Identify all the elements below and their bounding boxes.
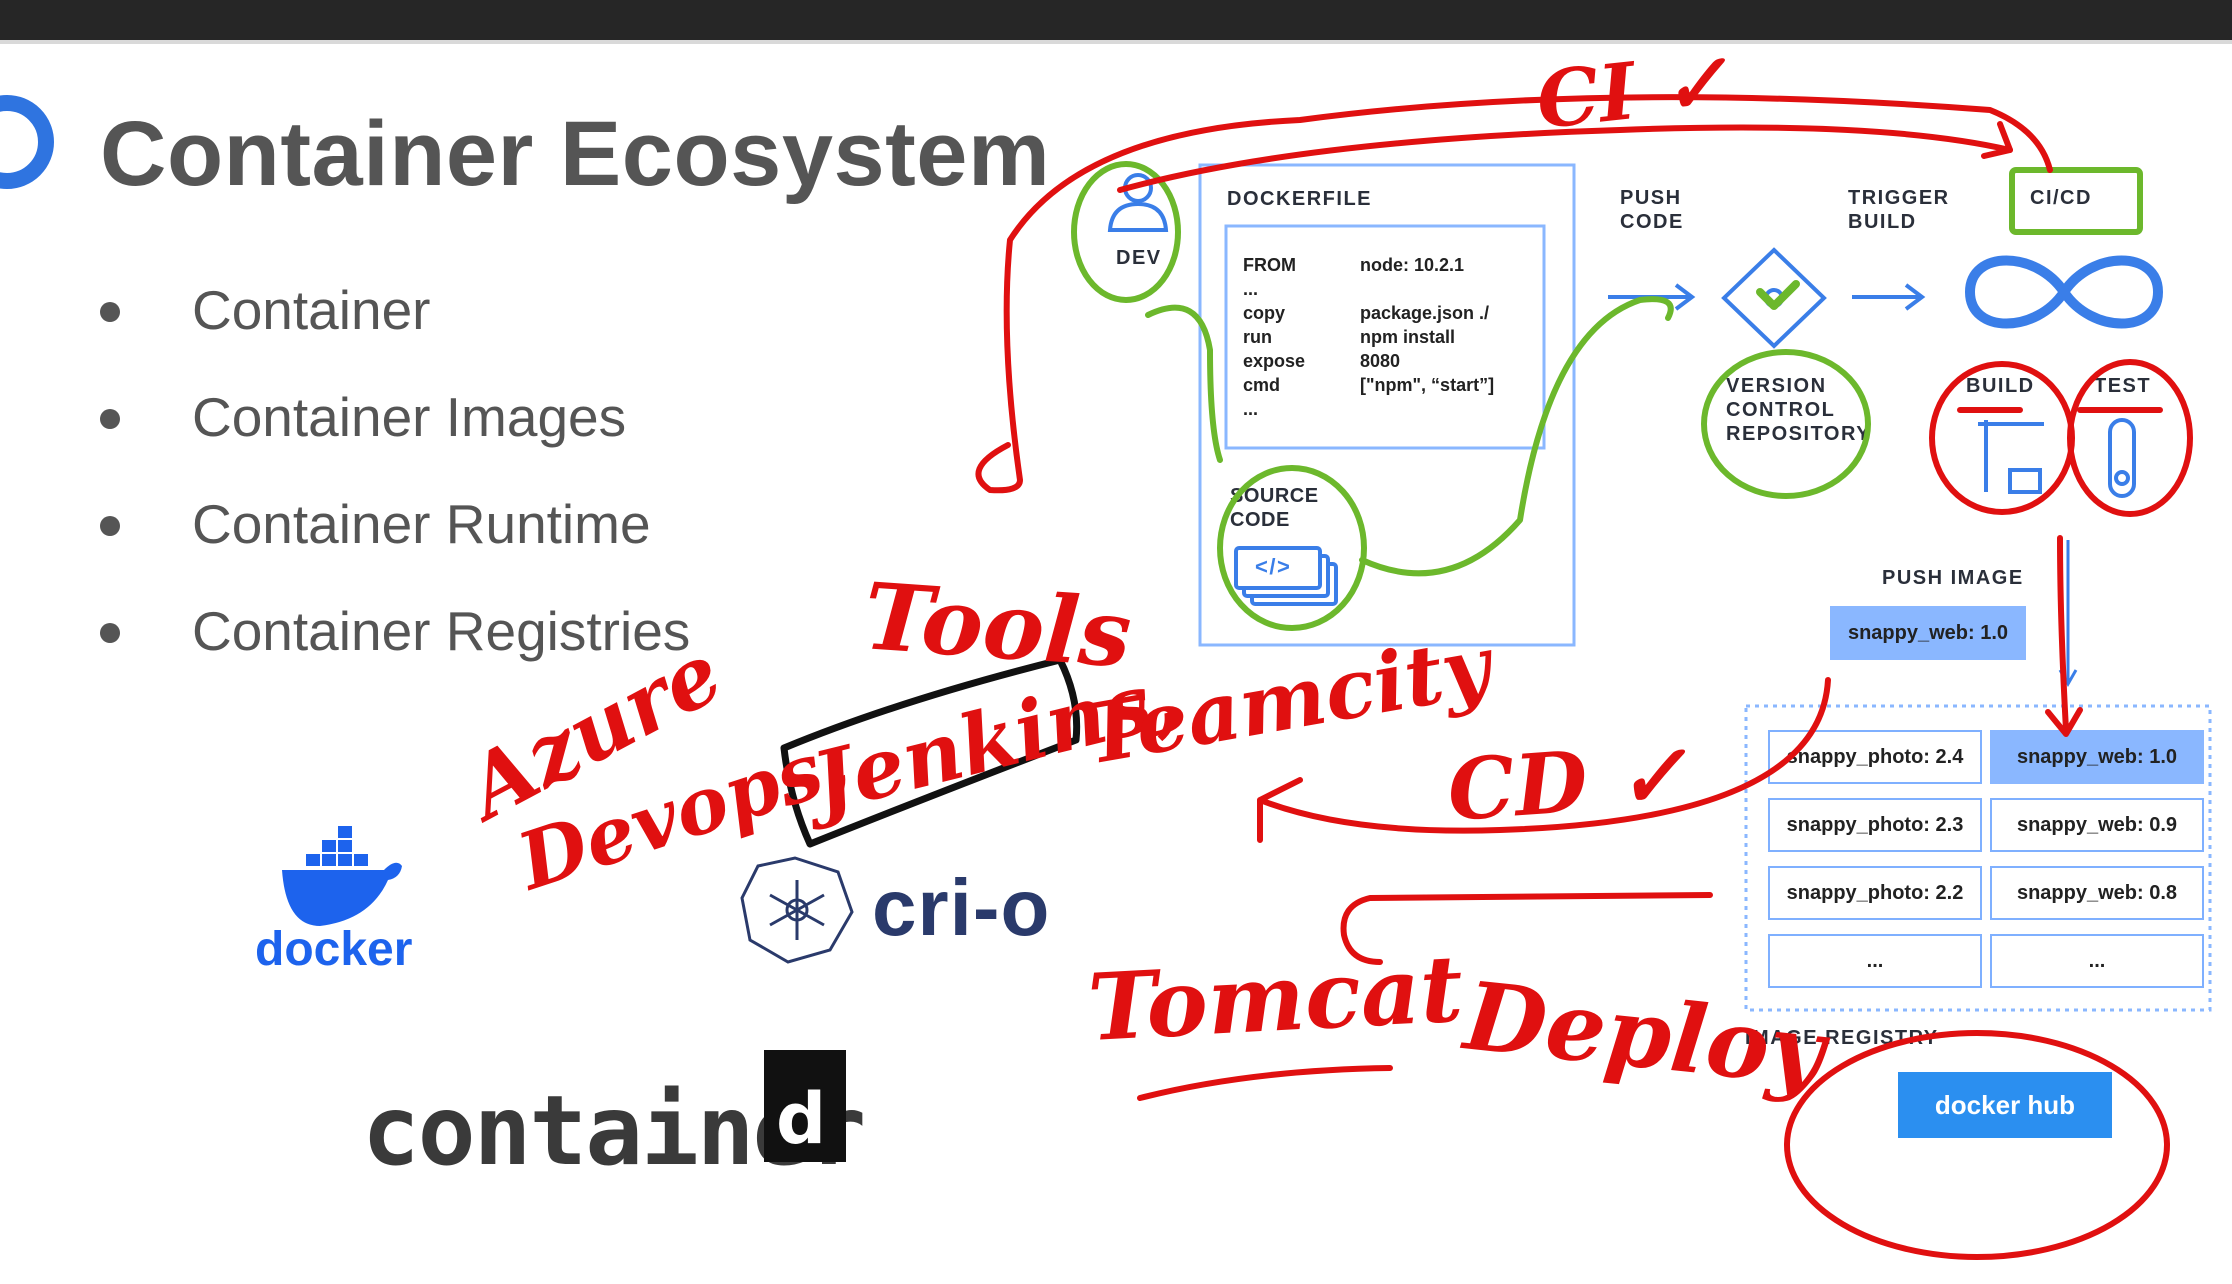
bullet-item: Container Runtime	[96, 494, 690, 601]
red-ci-loop	[975, 94, 2053, 494]
dockerfile-values: node: 10.2.1 package.json ./ npm install…	[1360, 255, 1495, 395]
registry-tag: ...	[1990, 934, 2204, 988]
dev-label: DEV	[1116, 247, 1162, 269]
source-code-label: SOURCE CODE	[1230, 485, 1319, 531]
push-image-label: PUSH IMAGE	[1882, 567, 2024, 589]
slide-title: Container Ecosystem	[100, 103, 1051, 205]
bullet-item: Container	[96, 280, 690, 387]
docker-logo-text: docker	[255, 923, 413, 976]
cicd-label: CI/CD	[2030, 187, 2092, 209]
handwriting-cd: CD ✓	[1444, 724, 1690, 839]
bullet-list: Container Container Images Container Run…	[96, 280, 690, 708]
pushed-image-tag: snappy_web: 1.0	[1830, 606, 2026, 660]
red-cd-arrow	[1257, 677, 1831, 843]
test-label: TEST	[2094, 375, 2152, 397]
bullet-item: Container Registries	[96, 601, 690, 708]
handwriting-jenkins: Jenkins,	[791, 648, 1189, 835]
push-code-label: PUSH CODE	[1620, 187, 1684, 233]
push-arrow-icon	[1608, 283, 1926, 311]
registry-tag: snappy_photo: 2.3	[1768, 798, 1982, 852]
red-circle-dockerhub	[1784, 1030, 2170, 1260]
handwriting-tools: Tools	[860, 562, 1134, 688]
registry-tag: snappy_photo: 2.2	[1768, 866, 1982, 920]
bullet-item: Container Images	[96, 387, 690, 494]
registry-tag: snappy_photo: 2.4	[1768, 730, 1982, 784]
build-crane-icon	[1978, 420, 2044, 494]
vcs-label: VERSION CONTROL REPOSITORY	[1726, 375, 1872, 445]
registry-tag: snappy_web: 0.9	[1990, 798, 2204, 852]
handwriting-devops: Devops,	[506, 716, 860, 908]
window-top-bar	[0, 0, 2232, 44]
registry-tag: ...	[1768, 934, 1982, 988]
containerd-logo-d: d	[764, 1050, 846, 1162]
dockerfile-title: DOCKERFILE	[1227, 188, 1372, 210]
git-diamond-icon	[1721, 247, 1827, 349]
code-brackets-text: </>	[1255, 554, 1292, 579]
dockerfile-keywords: FROM ... copy run expose cmd ...	[1243, 255, 1306, 419]
build-label: BUILD	[1966, 375, 2035, 397]
registry-tag: snappy_web: 0.8	[1990, 866, 2204, 920]
test-tube-icon	[2108, 418, 2136, 498]
trigger-build-label: TRIGGER BUILD	[1848, 187, 1950, 233]
green-circle-dev	[1071, 161, 1181, 303]
registry-tag: snappy_web: 1.0	[1990, 730, 2204, 784]
handwriting-tomcat: Tomcat	[1085, 935, 1465, 1062]
slide-accent-ring	[0, 95, 54, 189]
push-image-arrow-icon	[2058, 540, 2078, 688]
handwriting-teamcity: Teamcity	[1077, 617, 1503, 784]
handwriting-ci: CI ✓	[1532, 36, 1732, 147]
crio-logo-text: cri-o	[872, 863, 1051, 952]
image-registry-label: IMAGE REGISTRY	[1745, 1027, 1939, 1049]
dockerhub-logo: docker hub	[1898, 1072, 2112, 1138]
developer-icon	[1107, 173, 1169, 232]
infinity-cicd-icon	[1964, 255, 2164, 329]
